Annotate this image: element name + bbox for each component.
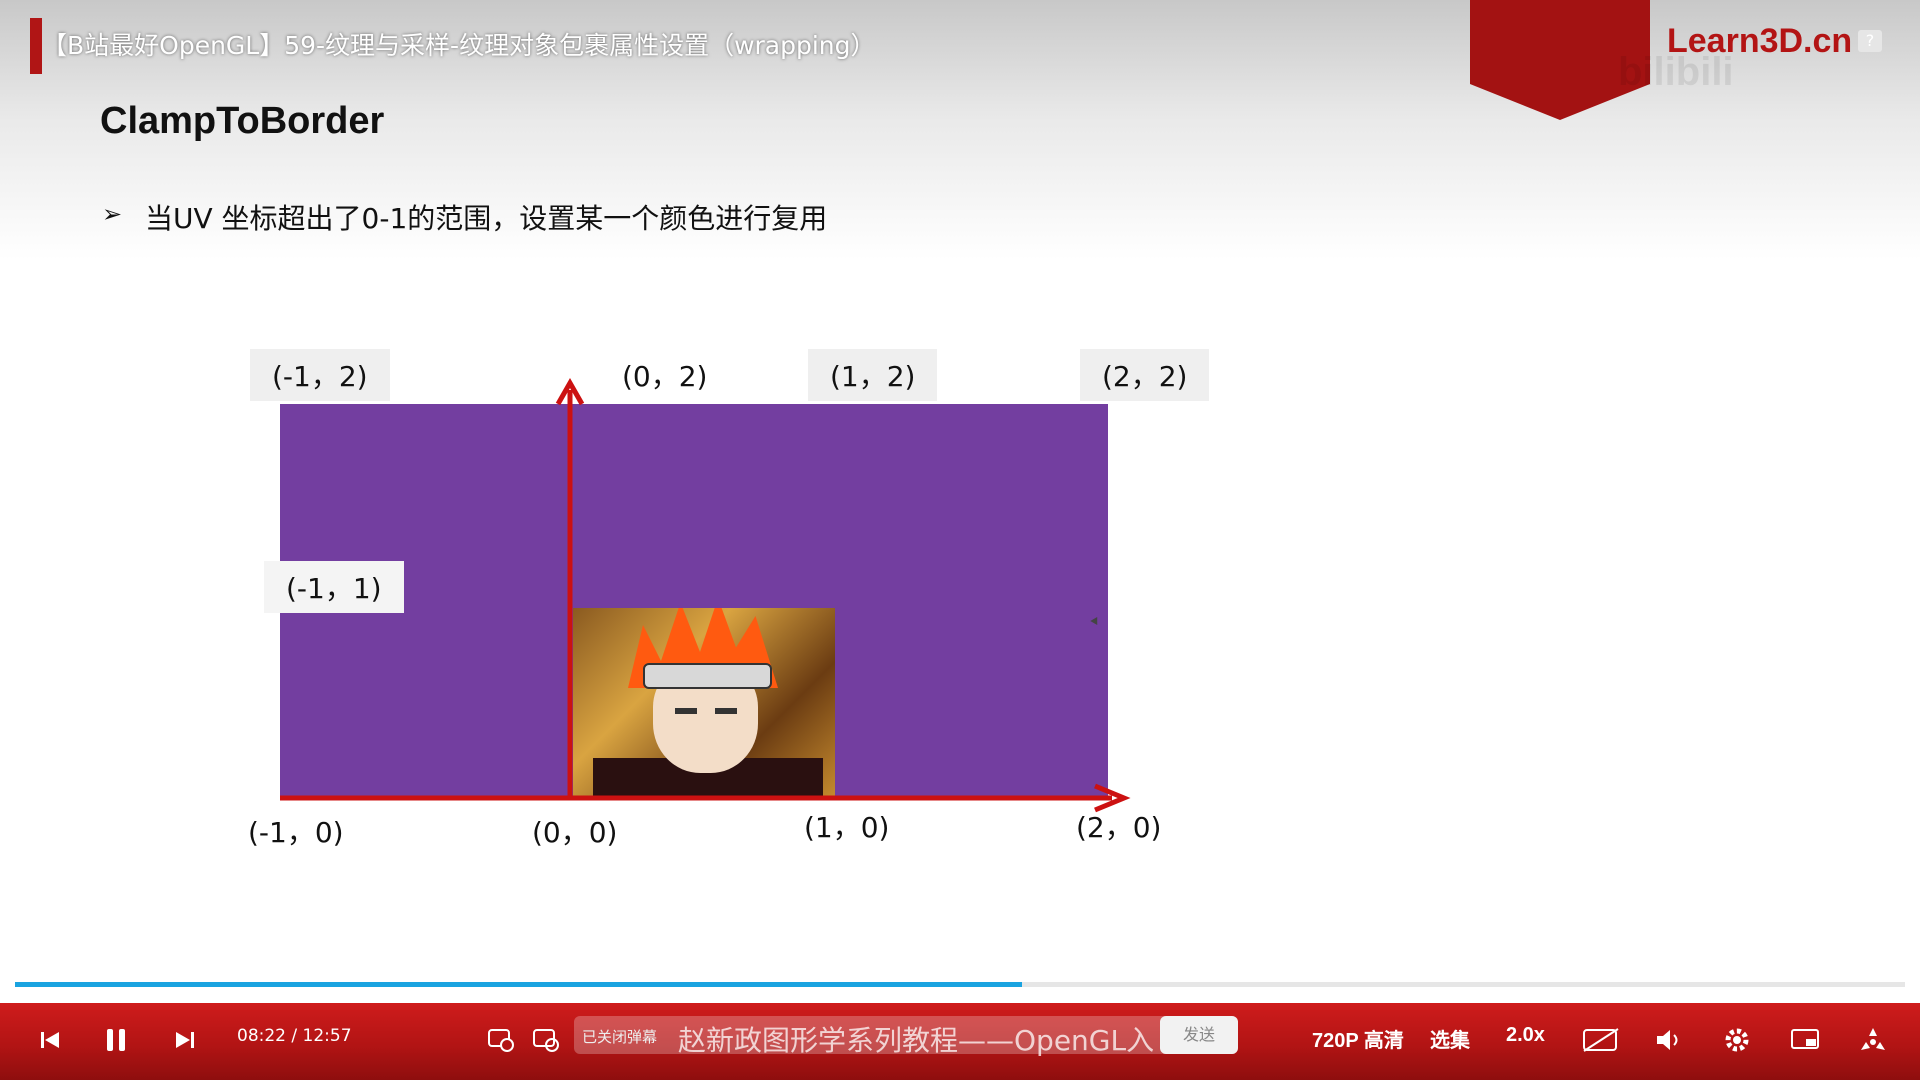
label-neg1-2: (-1，2) bbox=[250, 349, 390, 401]
help-icon[interactable]: ? bbox=[1858, 30, 1882, 52]
speed-button[interactable]: 2.0x bbox=[1506, 1024, 1545, 1046]
progress-fill bbox=[15, 982, 1023, 987]
texture-eye-left bbox=[675, 708, 697, 714]
fullscreen-icon[interactable] bbox=[1856, 1020, 1890, 1060]
video-title: 【B站最好OpenGL】59-纹理与采样-纹理对象包裹属性设置（wrapping… bbox=[42, 31, 876, 60]
label-1-2: (1，2) bbox=[808, 349, 938, 401]
bullet-text: 当UV 坐标超出了0-1的范围，设置某一个颜色进行复用 bbox=[145, 202, 828, 235]
danmaku-input-box bbox=[574, 1016, 1238, 1054]
label-0-0: (0，0) bbox=[532, 816, 618, 849]
learn3d-logo: Learn3D.cn bbox=[1667, 22, 1853, 60]
label-2-0: (2，0) bbox=[1076, 811, 1162, 844]
v-axis-arrow bbox=[555, 377, 585, 406]
playback-time: 08:22 / 12:57 bbox=[237, 1026, 352, 1046]
time-separator: / bbox=[291, 1026, 298, 1046]
progress-bar[interactable] bbox=[15, 982, 1905, 987]
bullet-arrow-icon: ➢ bbox=[102, 200, 123, 228]
skip-previous-icon[interactable] bbox=[35, 1020, 65, 1060]
texture-eye-right bbox=[715, 708, 737, 714]
pause-icon[interactable] bbox=[101, 1020, 131, 1060]
danmaku-settings-icon[interactable] bbox=[531, 1020, 561, 1060]
subtitle-off-icon[interactable] bbox=[1581, 1020, 1621, 1060]
episodes-button[interactable]: 选集 bbox=[1430, 1030, 1470, 1052]
label-neg1-1: (-1，1) bbox=[264, 561, 404, 613]
label-neg1-0: (-1，0) bbox=[248, 816, 344, 849]
danmaku-status-label: 已关闭弹幕 bbox=[582, 1028, 658, 1046]
danmaku-input[interactable]: 赵新政图形学系列教程——OpenGL入 bbox=[678, 1024, 1155, 1057]
texture-headband bbox=[643, 663, 772, 689]
label-1-0: (1，0) bbox=[804, 811, 890, 844]
picture-in-picture-icon[interactable] bbox=[1789, 1020, 1823, 1060]
current-time: 08:22 bbox=[237, 1026, 286, 1046]
danmaku-toggle-icon[interactable] bbox=[486, 1020, 516, 1060]
total-time: 12:57 bbox=[302, 1026, 352, 1046]
label-0-2: (0，2) bbox=[622, 360, 708, 393]
label-2-2: (2，2) bbox=[1080, 349, 1210, 401]
texture-image bbox=[573, 608, 835, 797]
volume-icon[interactable] bbox=[1654, 1020, 1684, 1060]
bilibili-watermark: bilibili bbox=[1618, 50, 1734, 94]
skip-next-icon[interactable] bbox=[170, 1020, 200, 1060]
quality-button[interactable]: 720P 高清 bbox=[1312, 1030, 1404, 1052]
title-accent-bar bbox=[30, 18, 42, 74]
send-button[interactable]: 发送 bbox=[1160, 1016, 1238, 1054]
slide-heading: ClampToBorder bbox=[100, 100, 385, 142]
gear-icon[interactable] bbox=[1722, 1020, 1752, 1060]
